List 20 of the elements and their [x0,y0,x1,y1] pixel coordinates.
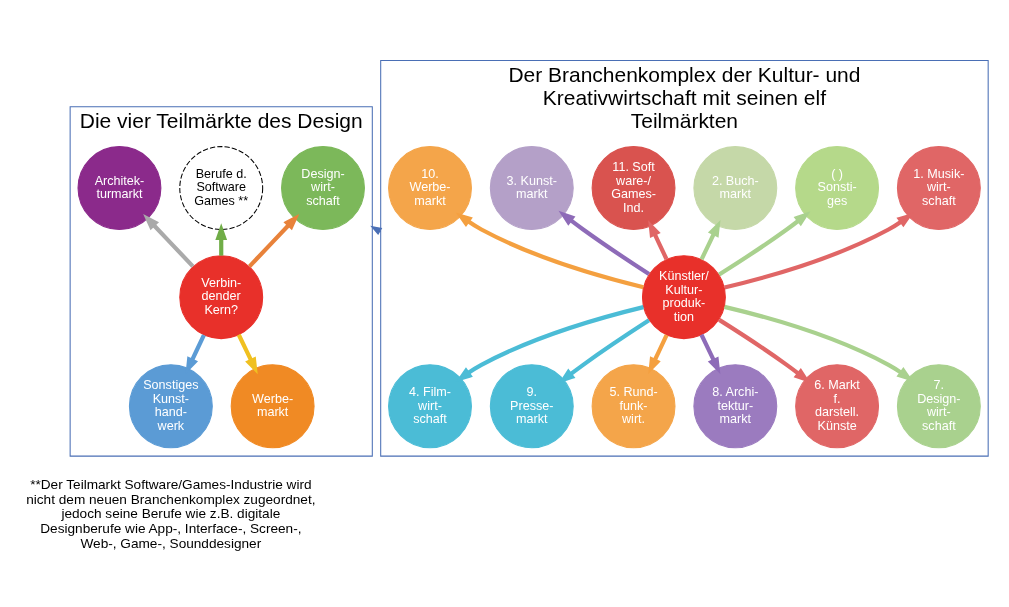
node-circle: 5. Rund- funk- wirt. [591,363,676,448]
arrow [236,333,258,374]
arrow [699,333,721,374]
node-circle: Berufe d. Software Games ** [179,145,264,230]
arrow [648,219,669,260]
node-circle: 2. Buch- markt [693,145,778,230]
arrow [455,211,644,289]
node-circle: 11. Soft ware-/ Games- Ind. [591,145,676,230]
arrow [558,210,651,276]
node-circle: Verbin- dender Kern? [179,254,264,339]
arrow [699,219,721,260]
node-circle: 8. Archi- tektur- markt [693,363,778,448]
arrow [718,210,811,276]
label: **Der Teilmarkt Software/Games-Industrie wird nicht dem neuen Branchenkomplex zugeordnet, jedoch seine Berufe wie z.B. digitale Designberufe wie App-, Interface-, Screen-, Web-, Game-, Sounddesigner [26,476,316,551]
arrow [143,213,195,268]
arrow [648,333,669,374]
node-circle: Werbe- markt [230,363,315,448]
node-circle: Sonstiges Kunst- hand- werk [128,363,213,448]
node-circle: Künstler/ Kultur- produk- tion [641,254,726,339]
arrow [248,213,300,268]
